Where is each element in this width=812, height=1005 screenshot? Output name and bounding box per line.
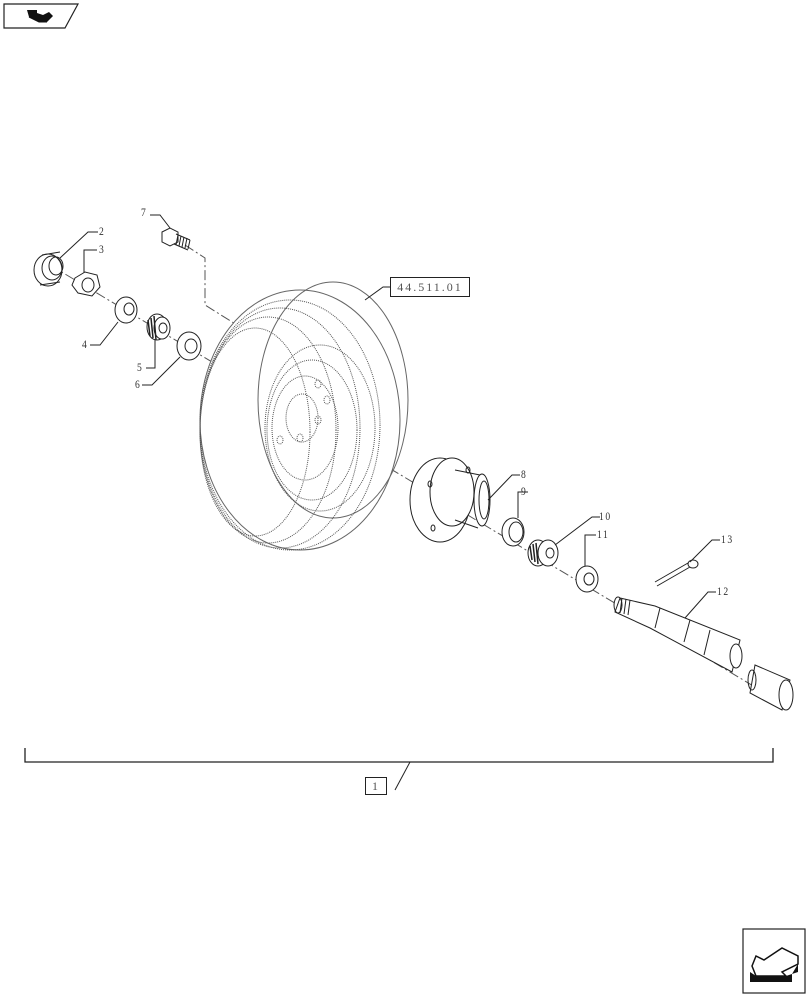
next-page-button[interactable]	[742, 928, 806, 994]
callout-5[interactable]: 5	[137, 360, 144, 374]
previous-page-button[interactable]	[3, 3, 80, 29]
spindle-part	[613, 596, 794, 711]
wheel-hub-part	[409, 457, 491, 543]
bolt-axis-line	[184, 244, 246, 331]
leader-lines	[59, 214, 720, 791]
callout-10[interactable]: 10	[599, 509, 612, 523]
callout-13[interactable]: 13	[721, 532, 734, 546]
cotter-pin-part	[654, 559, 699, 587]
hex-nut-part	[71, 271, 101, 297]
callout-11[interactable]: 11	[597, 527, 610, 541]
reference-box-wheel[interactable]: 44.511.01	[390, 277, 470, 297]
callout-2[interactable]: 2	[99, 224, 106, 238]
forward-arrow-icon	[742, 928, 806, 994]
bearing-cup-inner-part	[501, 517, 525, 547]
washer-part	[114, 296, 138, 324]
back-arrow-icon	[3, 3, 80, 29]
bearing-cup-part	[176, 331, 202, 361]
seal-part	[575, 565, 599, 593]
callout-12[interactable]: 12	[717, 584, 730, 598]
dust-cap-part	[33, 251, 64, 287]
assembly-box[interactable]: 1	[365, 777, 387, 795]
callout-6[interactable]: 6	[135, 377, 142, 391]
wheel-tire-part	[199, 281, 409, 551]
callout-8[interactable]: 8	[521, 467, 528, 481]
assembly-bracket	[24, 748, 774, 763]
bearing-cone-inner-part	[527, 539, 559, 567]
callout-4[interactable]: 4	[82, 337, 89, 351]
wheel-bolt-part	[161, 227, 191, 251]
callout-7[interactable]: 7	[141, 205, 148, 219]
bearing-cone-part	[146, 313, 171, 341]
callout-3[interactable]: 3	[99, 242, 106, 256]
callout-9[interactable]: 9	[521, 484, 528, 498]
